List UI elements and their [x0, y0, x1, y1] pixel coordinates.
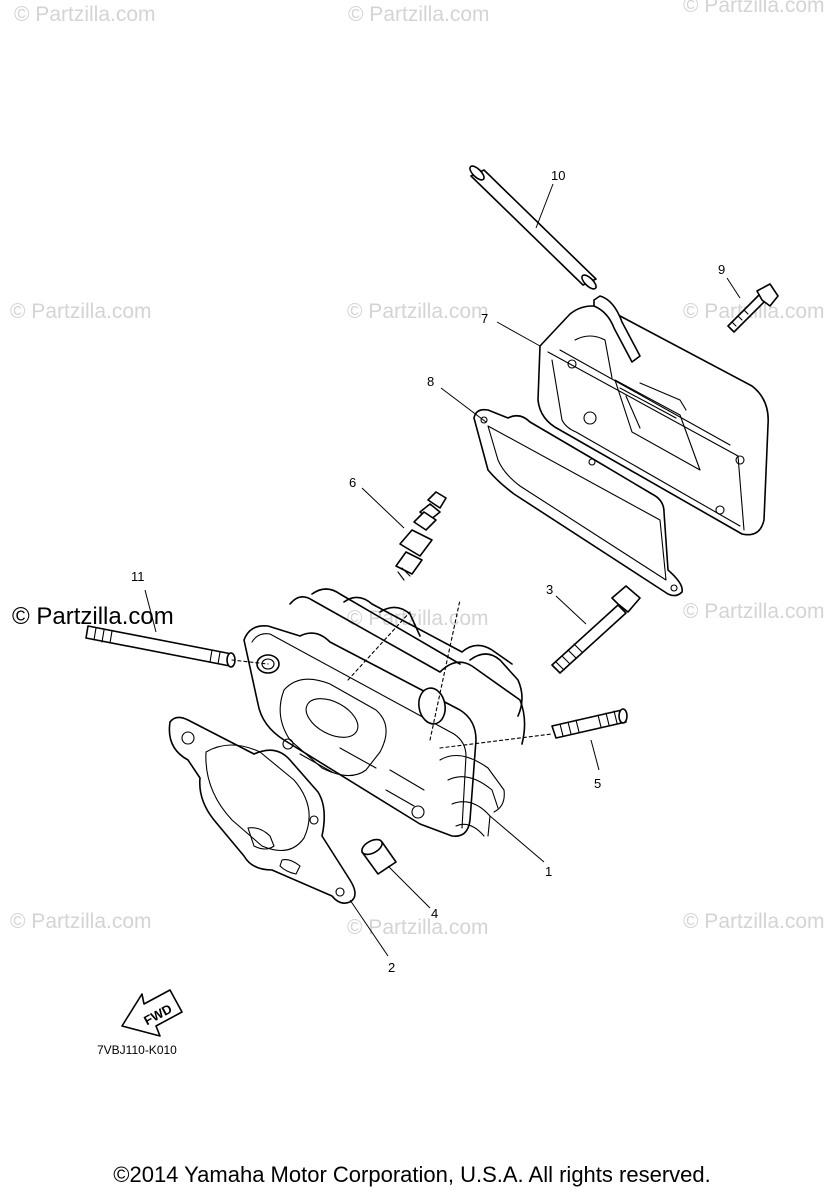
- watermark: © Partzilla.com: [10, 300, 152, 323]
- fwd-arrow-icon: FWD: [121, 989, 183, 1037]
- watermark: © Partzilla.com: [683, 910, 824, 933]
- watermark: © Partzilla.com: [348, 3, 490, 26]
- part-4-dowel[interactable]: [359, 837, 397, 875]
- callouts: 10 9 7 8 6 3 11 5 1 4 2: [131, 168, 725, 975]
- watermark: © Partzilla.com: [683, 600, 824, 623]
- part-2-head-gasket[interactable]: [168, 716, 356, 904]
- watermark: © Partzilla.com: [347, 607, 489, 630]
- part-5-stud-bolt[interactable]: [551, 708, 628, 739]
- copyright-notice: ©2014 Yamaha Motor Corporation, U.S.A. A…: [113, 1162, 711, 1187]
- callout-2: 2: [388, 960, 395, 975]
- diagram-code: 7VBJ110-K010: [97, 1043, 177, 1057]
- callout-10: 10: [551, 168, 565, 183]
- part-1-cylinder-head[interactable]: [231, 588, 553, 837]
- watermark: © Partzilla.com: [10, 910, 152, 933]
- watermark: © Partzilla.com: [347, 300, 489, 323]
- part-11-stud-bolt[interactable]: [85, 625, 236, 668]
- callout-3: 3: [546, 582, 553, 597]
- callout-6: 6: [349, 475, 356, 490]
- part-9-bolt[interactable]: [727, 283, 779, 333]
- watermark: © Partzilla.com: [347, 916, 489, 939]
- part-8-gasket[interactable]: [473, 408, 684, 597]
- callout-5: 5: [594, 776, 601, 791]
- watermark-bold: © Partzilla.com: [12, 603, 174, 630]
- leader-lines: [144, 183, 741, 957]
- svg-text:FWD: FWD: [141, 1001, 174, 1028]
- callout-8: 8: [427, 374, 434, 389]
- part-6-spark-plug[interactable]: [395, 491, 447, 581]
- watermark: © Partzilla.com: [683, 0, 824, 17]
- part-3-bolt[interactable]: [551, 585, 641, 674]
- callout-9: 9: [718, 262, 725, 277]
- callout-7: 7: [481, 311, 488, 326]
- part-10-breather-hose[interactable]: [468, 164, 599, 291]
- part-7-head-cover[interactable]: [537, 295, 769, 536]
- callout-1: 1: [545, 864, 552, 879]
- callout-4: 4: [431, 906, 438, 921]
- watermark: © Partzilla.com: [14, 3, 156, 26]
- callout-11: 11: [131, 569, 145, 584]
